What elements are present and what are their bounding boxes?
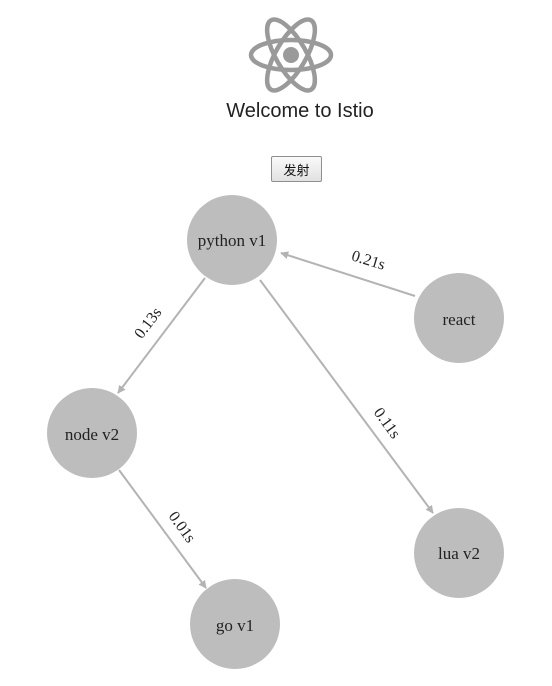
graph-node-lua[interactable]: lua v2 [414,508,504,598]
edge-label-react-python: 0.21s [349,248,387,274]
fire-button[interactable]: 发射 [271,156,322,182]
edge-labels: 0.21s 0.13s 0.11s 0.01s [131,248,403,547]
node-label-lua: lua v2 [438,544,480,563]
node-label-react: react [442,310,475,329]
graph-edges [117,251,434,589]
react-atom-icon [248,17,334,93]
graph-node-node[interactable]: node v2 [47,388,137,478]
edge-node-go [118,469,207,589]
page-title: Welcome to Istio [226,100,374,122]
node-label-python: python v1 [198,231,266,250]
node-label-go: go v1 [216,616,254,635]
graph-node-react[interactable]: react [414,273,504,363]
edge-react-python [280,251,416,297]
edge-python-node [117,277,206,394]
node-label-node: node v2 [65,425,119,444]
edge-python-lua [259,279,434,514]
graph-node-go[interactable]: go v1 [190,579,280,669]
graph-node-python[interactable]: python v1 [187,195,277,285]
